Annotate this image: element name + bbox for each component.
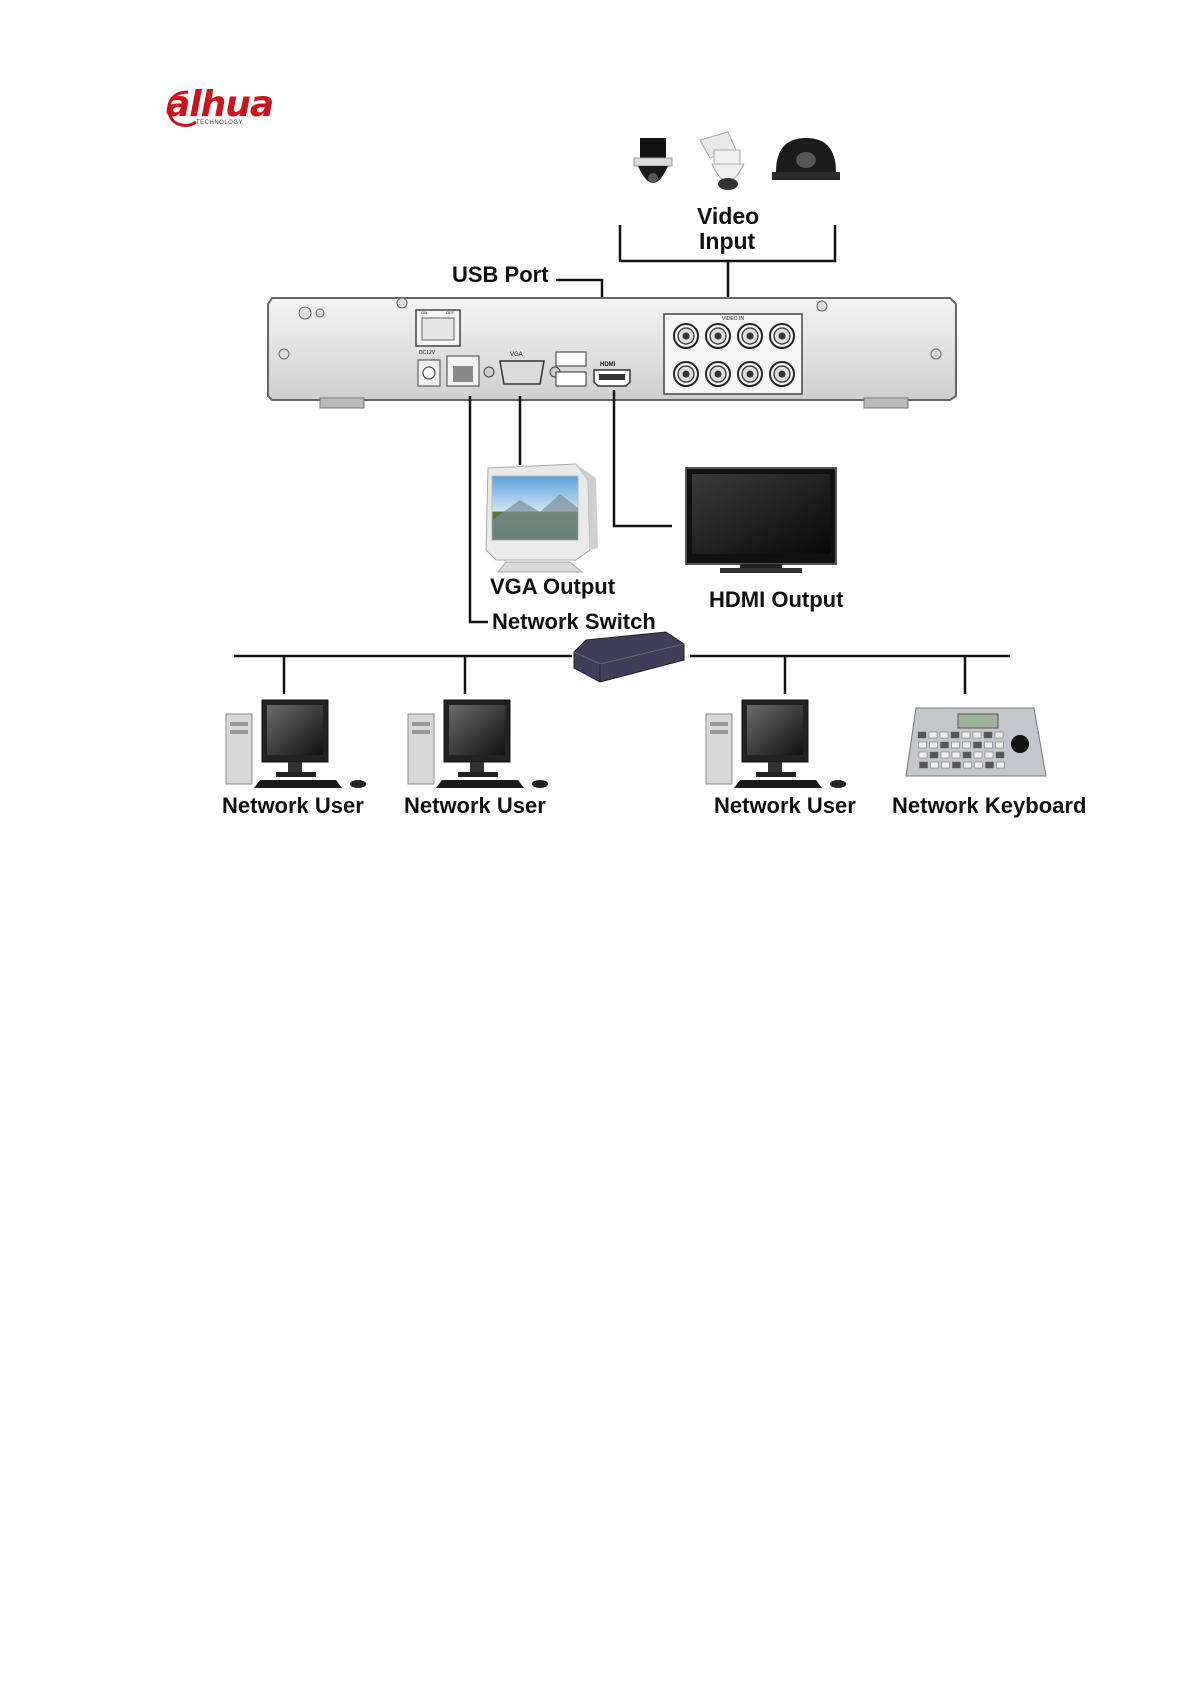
desktop-pc-icon bbox=[226, 700, 366, 788]
keyboard-key bbox=[930, 752, 938, 758]
keyboard-key bbox=[930, 742, 938, 748]
keyboard-key bbox=[975, 762, 983, 768]
keyboard-key bbox=[931, 762, 939, 768]
network-user-label-2: Network User bbox=[404, 793, 546, 819]
bnc-connector-icon bbox=[674, 362, 698, 386]
desktop-pc-icon bbox=[408, 700, 548, 788]
bnc-connector-icon bbox=[706, 324, 730, 348]
keyboard-key bbox=[964, 762, 972, 768]
bnc-connector-icon bbox=[770, 324, 794, 348]
keyboard-key bbox=[997, 762, 1005, 768]
vga-output-label: VGA Output bbox=[490, 574, 615, 600]
power-print: DC12V bbox=[419, 350, 435, 356]
keyboard-key bbox=[973, 732, 981, 738]
network-keyboard-label: Network Keyboard bbox=[892, 793, 1086, 819]
dvr-rear-panel bbox=[268, 298, 956, 408]
keyboard-key bbox=[951, 732, 959, 738]
bnc-connector-icon bbox=[674, 324, 698, 348]
network-switch-icon bbox=[574, 632, 684, 682]
vga-port bbox=[500, 361, 544, 384]
video-input-label-line1: Video bbox=[697, 203, 759, 230]
bnc-connector-icon bbox=[706, 362, 730, 386]
ptz-camera-icon bbox=[700, 132, 744, 190]
bnc-connector-icon bbox=[738, 324, 762, 348]
dome-camera-icon bbox=[772, 138, 840, 180]
keyboard-key bbox=[941, 752, 949, 758]
network-user-label-1: Network User bbox=[222, 793, 364, 819]
keyboard-key bbox=[996, 742, 1004, 748]
video-input-label-line2: Input bbox=[699, 228, 755, 255]
keyboard-key bbox=[940, 732, 948, 738]
keyboard-key bbox=[974, 742, 982, 748]
network-switch-label: Network Switch bbox=[492, 609, 656, 635]
keyboard-key bbox=[974, 752, 982, 758]
keyboard-key bbox=[985, 752, 993, 758]
keyboard-key bbox=[963, 752, 971, 758]
keyboard-key bbox=[985, 742, 993, 748]
bnc-connector-icon bbox=[770, 362, 794, 386]
keyboard-key bbox=[962, 732, 970, 738]
keyboard-key bbox=[919, 752, 927, 758]
usb-port-top bbox=[556, 352, 586, 366]
usb-port-label: USB Port bbox=[452, 262, 549, 288]
keyboard-key bbox=[986, 762, 994, 768]
keyboard-key bbox=[995, 732, 1003, 738]
keyboard-key bbox=[929, 732, 937, 738]
keyboard-key bbox=[920, 762, 928, 768]
switch-off-print: OFF bbox=[446, 310, 454, 315]
vga-print: VGA bbox=[510, 352, 523, 358]
usb-port-bottom bbox=[556, 372, 586, 386]
keyboard-key bbox=[953, 762, 961, 768]
keyboard-key bbox=[984, 732, 992, 738]
keyboard-key bbox=[919, 742, 927, 748]
crt-monitor-icon bbox=[486, 464, 598, 572]
keyboard-key bbox=[996, 752, 1004, 758]
hdmi-output-label: HDMI Output bbox=[709, 587, 843, 613]
bnc-connector-icon bbox=[738, 362, 762, 386]
keyboard-key bbox=[952, 742, 960, 748]
keyboard-key bbox=[952, 752, 960, 758]
desktop-pc-icon bbox=[706, 700, 846, 788]
keyboard-key bbox=[918, 732, 926, 738]
video-in-print: VIDEO IN bbox=[722, 316, 744, 322]
switch-on-print: ON bbox=[421, 310, 427, 315]
ptz-keyboard-icon bbox=[906, 708, 1046, 776]
keyboard-key bbox=[942, 762, 950, 768]
keyboard-key bbox=[963, 742, 971, 748]
network-user-label-3: Network User bbox=[714, 793, 856, 819]
lcd-tv-icon bbox=[686, 468, 836, 573]
speed-dome-camera-icon bbox=[634, 138, 672, 183]
hdmi-print: HDMI bbox=[600, 362, 615, 368]
keyboard-key bbox=[941, 742, 949, 748]
